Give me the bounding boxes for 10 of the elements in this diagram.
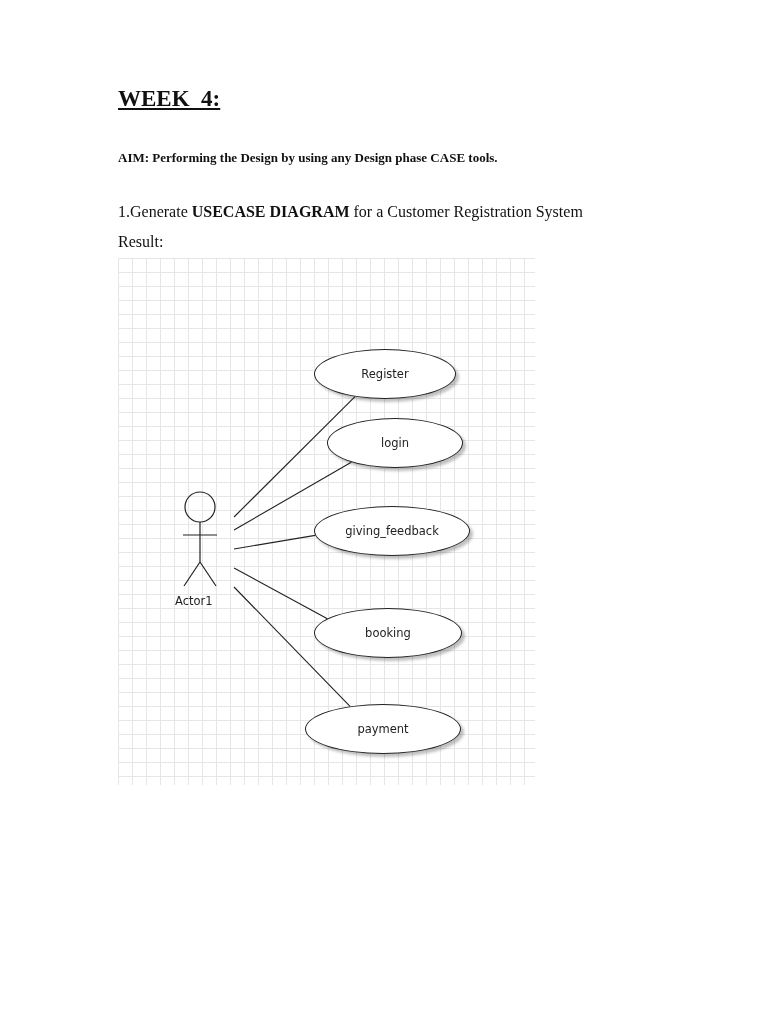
- result-text: Result:: [118, 233, 164, 251]
- task-text: 1.Generate USECASE DIAGRAM for a Customer Registration System: [118, 203, 583, 221]
- page-title: WEEK 4:: [118, 86, 221, 112]
- association-line: [233, 567, 328, 620]
- association-line: [233, 461, 352, 531]
- actor-name: Actor1: [175, 594, 213, 608]
- association-line: [233, 586, 351, 707]
- association-line: [233, 396, 356, 518]
- aim-text: AIM: Performing the Design by using any Design phase CASE tools.: [118, 150, 498, 166]
- association-line: [233, 534, 316, 550]
